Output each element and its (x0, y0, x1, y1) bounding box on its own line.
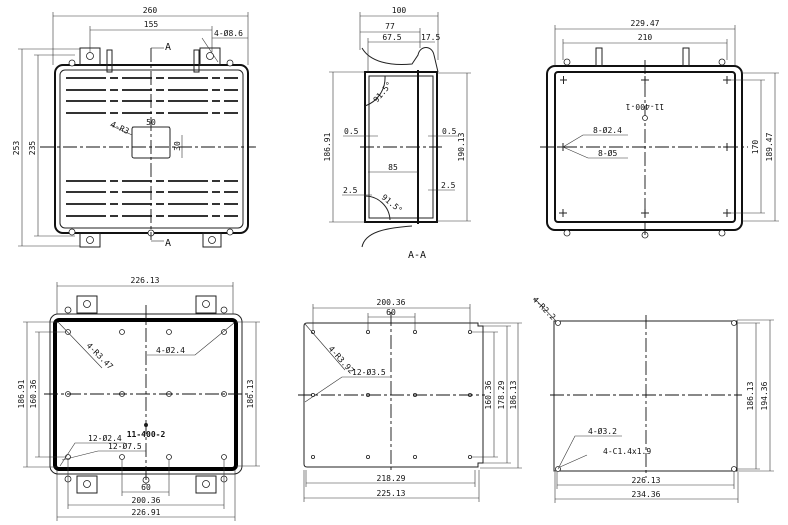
dim-189-47: 189.47 (765, 132, 774, 161)
plate-holes (310, 329, 472, 459)
dim-226-13: 226.13 (632, 476, 661, 485)
dim-225-13: 225.13 (377, 489, 406, 498)
dim-67-5: 67.5 (382, 33, 401, 42)
dim-17-5: 17.5 (421, 33, 440, 42)
dim-186-91: 186.91 (17, 379, 26, 408)
dim-60: 60 (141, 483, 151, 492)
dim-30: 30 (173, 141, 182, 151)
dim-2-5-right: 2.5 (441, 181, 456, 190)
dim-155: 155 (144, 20, 159, 29)
cover-plate-view: 4-R2.2 4-Ø3.2 4-C1.4x1.9 186.13 194.36 2… (531, 295, 774, 503)
dim-226-13-top: 226.13 (131, 276, 160, 285)
part-number-base: 11-400-2 (127, 430, 166, 439)
dim-4-dia-3-2: 4-Ø3.2 (588, 426, 617, 436)
dim-186-13: 186.13 (246, 379, 255, 408)
lid-inner-view: 229.47 210 170 189.47 8-Ø2.4 8-Ø5 11-400… (540, 19, 779, 239)
cooling-ribs (66, 77, 238, 217)
dim-50: 50 (146, 118, 156, 127)
section-mark-bottom: A (165, 238, 171, 249)
dim-12-dia-2-4: 12-Ø2.4 (88, 433, 122, 443)
dim-8-dia-5: 8-Ø5 (598, 148, 617, 158)
dim-4-dia-2-4: 4-Ø2.4 (156, 345, 185, 355)
dim-0-5-left: 0.5 (344, 127, 359, 136)
dim-253: 253 (12, 141, 21, 156)
dim-190-13: 190.13 (457, 132, 466, 161)
dim-186-91: 186.91 (323, 132, 332, 161)
section-title: A-A (408, 250, 426, 261)
dim-186-13: 186.13 (746, 381, 755, 410)
dim-4-r2-2: 4-R2.2 (531, 295, 558, 322)
dim-4-r3-47: 4-R3.47 (85, 341, 115, 371)
section-view: 100 77 67.5 17.5 186.91 190.13 0.5 0.5 8… (323, 6, 471, 261)
mounting-plate-view: 200.36 60 4-R3.92 12-Ø3.5 160.36 178.29 … (298, 298, 522, 502)
dim-60: 60 (386, 308, 396, 317)
dim-235: 235 (28, 141, 37, 156)
dim-100: 100 (392, 6, 407, 15)
dim-226-91: 226.91 (132, 508, 161, 517)
dim-186-13: 186.13 (509, 380, 518, 409)
dim-170: 170 (751, 140, 760, 155)
base-inner-view: 226.13 186.91 160.36 186.13 4-R3.47 4-Ø2… (17, 276, 260, 521)
enclosure-inner-edge (59, 69, 244, 229)
dim-160-36: 160.36 (484, 380, 493, 409)
dim-160-36: 160.36 (29, 379, 38, 408)
dim-8-dia-2-4: 8-Ø2.4 (593, 125, 622, 135)
dim-200-36: 200.36 (377, 298, 406, 307)
dim-angle-top: 91.5° (372, 80, 394, 104)
dim-194-36: 194.36 (760, 381, 769, 410)
dim-2-5-left: 2.5 (343, 186, 358, 195)
dim-200-36: 200.36 (132, 496, 161, 505)
dim-77: 77 (385, 22, 395, 31)
dim-12-dia-3-5: 12-Ø3.5 (352, 367, 386, 377)
section-mark-top: A (165, 42, 171, 53)
dim-210: 210 (638, 33, 653, 42)
dim-12-dia-7-5: 12-Ø7.5 (108, 441, 142, 451)
dim-radius: 4-R3 (109, 120, 130, 136)
dim-229-47: 229.47 (631, 19, 660, 28)
dim-178-29: 178.29 (497, 380, 506, 409)
dim-85: 85 (388, 163, 398, 172)
dim-width-260: 260 (143, 6, 158, 15)
dim-0-5-right: 0.5 (442, 127, 457, 136)
top-view: 260 155 4-Ø8.6 253 235 50 30 4-R3 A A (12, 6, 256, 249)
dim-234-36: 234.36 (632, 490, 661, 499)
top-tabs (68, 47, 234, 248)
part-number-lid: 11-400-1 (626, 102, 665, 111)
dim-chamfer: 4-C1.4x1.9 (603, 447, 651, 456)
dim-218-29: 218.29 (377, 474, 406, 483)
dim-hole-dia: 4-Ø8.6 (214, 28, 243, 38)
